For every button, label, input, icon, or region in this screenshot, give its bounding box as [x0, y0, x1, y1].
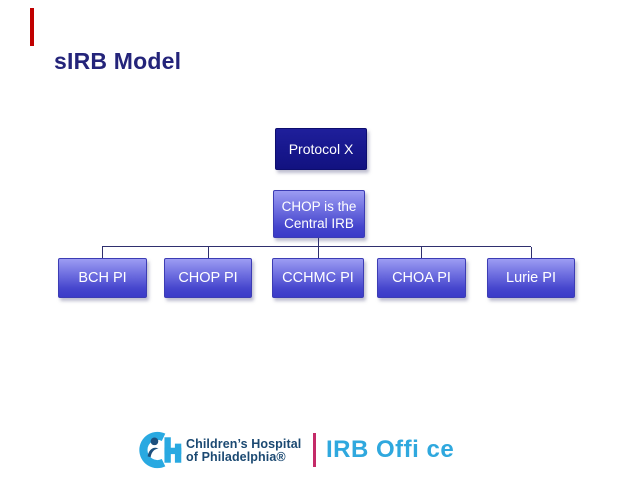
footer-org-name-line2: of Philadelphia®: [186, 450, 286, 464]
connector-line: [531, 247, 532, 258]
node-site-pi-label: CHOP PI: [178, 270, 238, 286]
accent-stripe: [30, 8, 34, 46]
node-site-pi-label: CHOA PI: [392, 270, 451, 286]
node-protocol-label: Protocol X: [288, 141, 354, 157]
slide-title: sIRB Model: [54, 48, 182, 74]
node-site-pi: CHOA PI: [377, 258, 466, 298]
chop-ch-logo-icon: [139, 431, 182, 469]
footer-office-label: IRB Offi ce: [326, 436, 455, 463]
footer: Children’s Hospital of Philadelphia® IRB…: [0, 425, 638, 475]
connector-line: [102, 247, 103, 258]
footer-divider: [313, 433, 316, 467]
node-site-pi-label: Lurie PI: [506, 270, 556, 286]
node-central-irb-label-line1: CHOP is the: [281, 199, 357, 214]
node-site-pi: BCH PI: [58, 258, 147, 298]
connector-line: [318, 238, 319, 246]
node-protocol: Protocol X: [275, 128, 367, 170]
node-central-irb-label-line2: Central IRB: [284, 216, 354, 231]
connector-line: [208, 247, 209, 258]
node-central-irb: CHOP is the Central IRB: [273, 190, 365, 238]
node-site-pi: CCHMC PI: [272, 258, 364, 298]
node-site-pi: Lurie PI: [487, 258, 575, 298]
node-site-pi: CHOP PI: [164, 258, 252, 298]
footer-org-name-line1: Children’s Hospital: [186, 437, 302, 451]
node-site-pi-label: BCH PI: [78, 270, 127, 286]
connector-line: [421, 247, 422, 258]
node-site-pi-label: CCHMC PI: [282, 270, 354, 286]
connector-line: [102, 246, 531, 247]
footer-org-name: Children’s Hospital of Philadelphia®: [186, 438, 301, 464]
connector-line: [318, 247, 319, 258]
